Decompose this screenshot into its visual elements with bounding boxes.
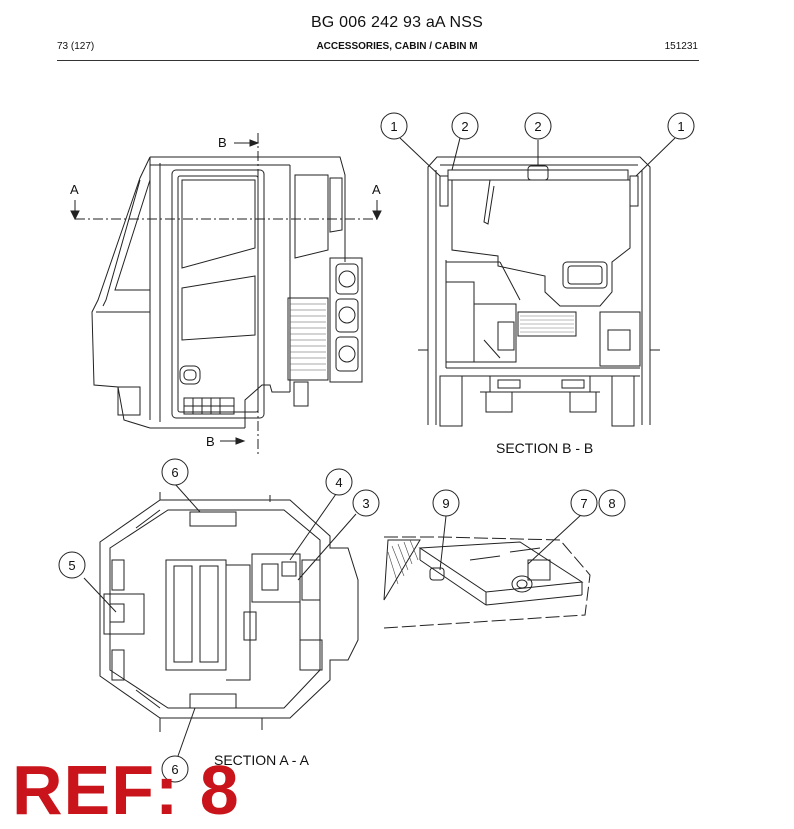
callout-bubble bbox=[161, 755, 189, 783]
callout-bubble bbox=[432, 489, 460, 517]
callout-number: 1 bbox=[390, 119, 397, 134]
callout-number: 6 bbox=[171, 762, 178, 777]
detail-view bbox=[383, 536, 591, 629]
callout-number: 9 bbox=[442, 496, 449, 511]
section-mark-b-top: B bbox=[218, 135, 227, 150]
section-mark-a-right: A bbox=[372, 182, 381, 197]
document-title: BG 006 242 93 aA NSS bbox=[310, 14, 484, 31]
callout-bubble bbox=[451, 112, 479, 140]
section-bb-view bbox=[418, 156, 660, 427]
callout-number: 8 bbox=[608, 496, 615, 511]
callout-bubble bbox=[352, 489, 380, 517]
callout-number: 3 bbox=[362, 496, 369, 511]
section-aa-caption: SECTION A - A bbox=[214, 752, 310, 768]
callout-bubble bbox=[570, 489, 598, 517]
callout-number: 1 bbox=[677, 119, 684, 134]
callout-bubble bbox=[58, 551, 86, 579]
callout-bubble bbox=[325, 468, 353, 496]
section-aa-view bbox=[99, 492, 359, 732]
reference-stamp: REF: 8 bbox=[12, 751, 240, 829]
section-mark-b-bottom: B bbox=[206, 434, 215, 449]
section-heading: ACCESSORIES, CABIN / CABIN M bbox=[316, 41, 478, 52]
callout-bubble bbox=[667, 112, 695, 140]
callout-bubble bbox=[380, 112, 408, 140]
header-divider bbox=[57, 60, 699, 61]
page-number: 73 (127) bbox=[57, 41, 95, 52]
document-code: 151231 bbox=[664, 41, 698, 52]
callout-number: 7 bbox=[580, 496, 587, 511]
cabin-side-view bbox=[70, 133, 382, 455]
callout-bubble bbox=[161, 458, 189, 486]
callout-bubble bbox=[524, 112, 552, 140]
callout-number: 5 bbox=[68, 558, 75, 573]
callout-number: 2 bbox=[534, 119, 541, 134]
callout-number: 2 bbox=[461, 119, 468, 134]
section-mark-a-left: A bbox=[70, 182, 79, 197]
callout-number: 4 bbox=[335, 475, 342, 490]
callout-number: 6 bbox=[171, 465, 178, 480]
section-bb-caption: SECTION B - B bbox=[496, 440, 593, 456]
callout-bubble bbox=[598, 489, 626, 517]
